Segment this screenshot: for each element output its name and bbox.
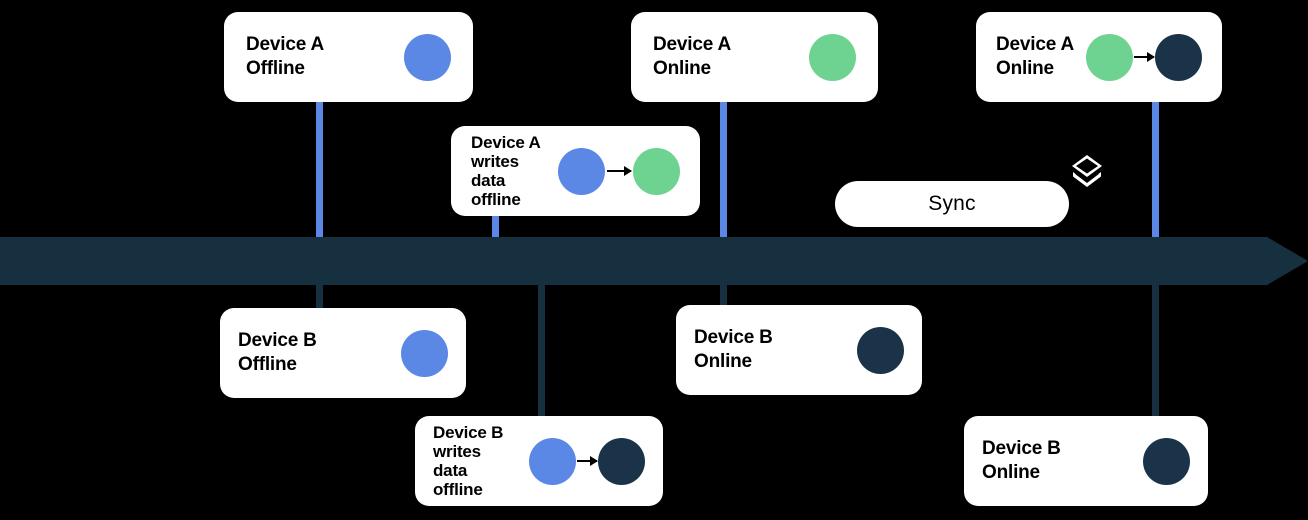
card-device-b-offline[interactable]: Device B Offline: [220, 308, 466, 398]
layers-icon: [1069, 152, 1105, 188]
connector-device-a-writes: [492, 214, 499, 241]
card-graphic: [809, 33, 856, 81]
card-label: Device A Offline: [246, 34, 324, 79]
sync-pill[interactable]: Sync: [835, 181, 1069, 227]
transition-arrow-icon: [607, 166, 632, 176]
connector-device-b-online-1: [720, 281, 727, 306]
status-dot-green: [1086, 33, 1133, 81]
card-graphic: [857, 326, 904, 374]
card-device-b-writes[interactable]: Device B writes data offline: [415, 416, 663, 506]
timeline-bar: [0, 237, 1268, 285]
status-dot-navy: [1143, 437, 1190, 485]
card-graphic: [1143, 437, 1190, 485]
card-device-b-online-1[interactable]: Device B Online: [676, 305, 922, 395]
status-dot-blue: [401, 329, 448, 377]
sync-label: Sync: [928, 192, 976, 215]
card-device-a-online-2[interactable]: Device A Online: [976, 12, 1222, 102]
card-label: Device B Online: [982, 438, 1061, 483]
card-label: Device B Offline: [238, 330, 317, 375]
card-label: Device B Online: [694, 327, 773, 372]
card-graphic: [558, 147, 680, 195]
connector-device-a-online-2: [1152, 100, 1159, 241]
connector-device-b-online-2: [1152, 281, 1159, 421]
card-label: Device A Online: [653, 34, 731, 79]
status-dot-blue: [558, 147, 605, 195]
status-dot-green: [809, 33, 856, 81]
card-graphic: [529, 437, 645, 485]
card-label: Device A Online: [996, 34, 1074, 79]
status-dot-navy: [857, 326, 904, 374]
card-device-a-offline[interactable]: Device A Offline: [224, 12, 473, 102]
connector-device-a-online-1: [720, 100, 727, 241]
status-dot-green: [633, 147, 680, 195]
status-dot-navy: [1155, 33, 1202, 81]
card-graphic: [404, 33, 451, 81]
card-graphic: [1086, 33, 1202, 81]
connector-device-b-writes: [538, 281, 545, 420]
status-dot-navy: [598, 437, 645, 485]
connector-device-b-offline: [316, 281, 323, 313]
transition-arrow-icon: [577, 456, 598, 466]
card-device-b-online-2[interactable]: Device B Online: [964, 416, 1208, 506]
card-device-a-writes[interactable]: Device A writes data offline: [451, 126, 700, 216]
card-device-a-online-1[interactable]: Device A Online: [631, 12, 878, 102]
timeline-arrow-icon: [1267, 237, 1308, 285]
card-graphic: [401, 329, 448, 377]
card-label: Device B writes data offline: [433, 423, 504, 499]
status-dot-blue: [404, 33, 451, 81]
card-label: Device A writes data offline: [471, 133, 541, 209]
status-dot-blue: [529, 437, 576, 485]
transition-arrow-icon: [1134, 52, 1155, 62]
connector-device-a-offline: [316, 100, 323, 241]
